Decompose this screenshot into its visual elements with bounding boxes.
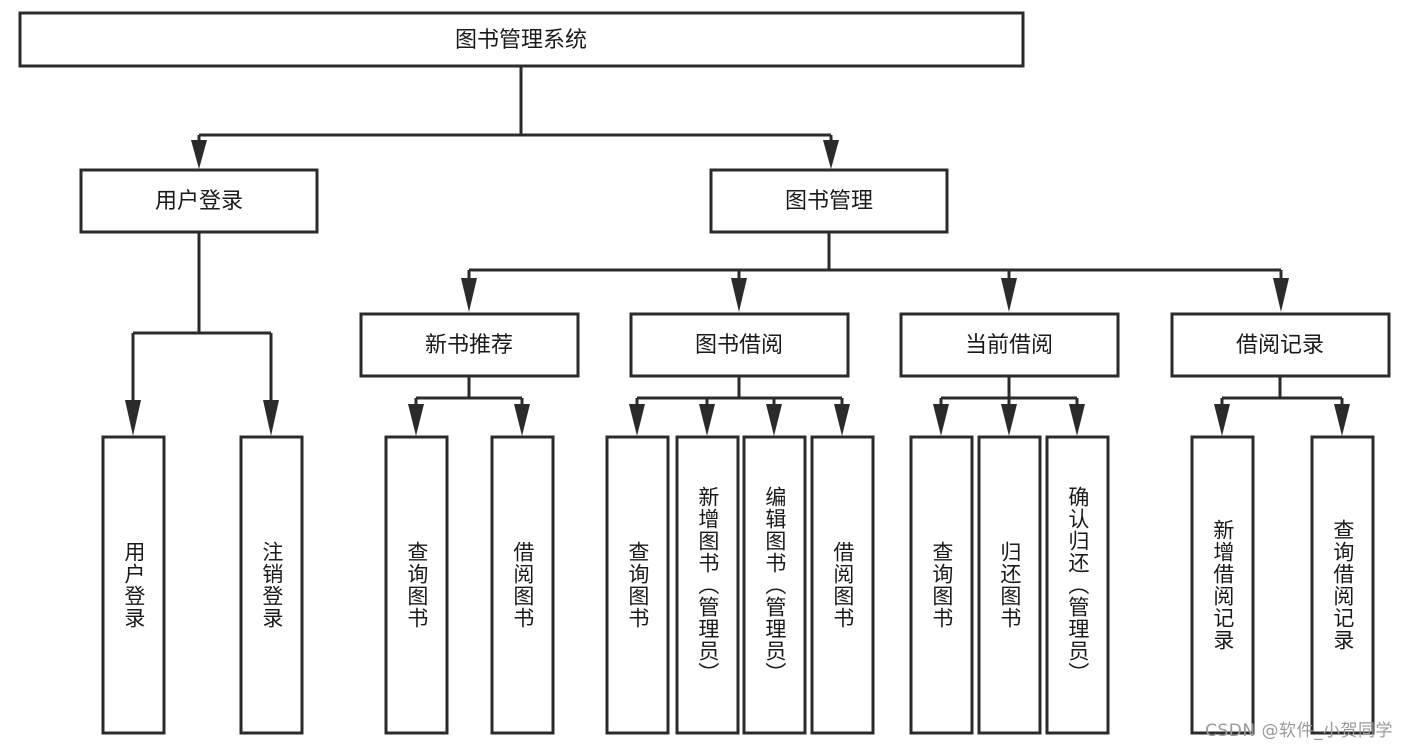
edges-user-login-to-leaves <box>125 232 279 436</box>
arrow-new-book-to-leaf-2 <box>514 404 530 436</box>
arrow-book-manage-to-current-borrow <box>1001 278 1017 312</box>
node-borrow-record-box[interactable] <box>1170 312 1391 378</box>
arrow-book-manage-to-borrow-record <box>1273 278 1289 312</box>
leaf-box-borrow-record-1[interactable] <box>1190 435 1255 735</box>
node-book-borrow[interactable]: 图书借阅 <box>629 312 850 378</box>
leaf-box-book-borrow-3[interactable] <box>742 435 807 735</box>
node-user-login-label: 用户登录 <box>155 189 243 214</box>
leaf-box-new-book-2[interactable] <box>490 435 555 735</box>
arrow-book-manage-to-new-book <box>461 278 477 312</box>
node-new-book[interactable]: 新书推荐 <box>359 312 580 378</box>
arrow-book-borrow-to-leaf-1 <box>629 404 645 436</box>
node-root-label: 图书管理系统 <box>455 28 587 53</box>
node-root[interactable]: 图书管理系统 <box>18 11 1025 68</box>
arrow-current-borrow-to-leaf-3 <box>1069 404 1085 436</box>
node-new-book-box[interactable] <box>359 312 580 378</box>
node-book-manage-label: 图书管理 <box>785 189 873 214</box>
node-book-borrow-box[interactable] <box>629 312 850 378</box>
arrow-new-book-to-leaf-1 <box>408 404 424 436</box>
node-current-borrow[interactable]: 当前借阅 <box>899 312 1120 378</box>
leaf-box-book-borrow-1[interactable] <box>605 435 670 735</box>
arrow-root-to-book-manage <box>823 140 839 169</box>
arrow-current-borrow-to-leaf-2 <box>1001 404 1017 436</box>
arrow-borrow-record-to-leaf-2 <box>1334 404 1350 436</box>
leaf-box-book-borrow-4[interactable] <box>810 435 875 735</box>
node-book-manage-box[interactable] <box>709 168 949 234</box>
edges-root-to-level2 <box>191 66 839 169</box>
node-borrow-record[interactable]: 借阅记录 <box>1170 312 1391 378</box>
leaf-box-new-book-1[interactable] <box>384 435 449 735</box>
node-book-borrow-label: 图书借阅 <box>695 333 783 358</box>
arrow-book-borrow-to-leaf-2 <box>699 404 715 436</box>
leaf-box-current-borrow-2[interactable] <box>977 435 1042 735</box>
edges-borrow-record-to-leaves <box>1214 376 1350 436</box>
node-new-book-label: 新书推荐 <box>425 333 513 358</box>
leaf-box-user-login-1[interactable] <box>101 435 166 735</box>
leaf-box-user-login-2[interactable] <box>239 435 304 735</box>
arrow-book-borrow-to-leaf-3 <box>766 404 782 436</box>
arrow-borrow-record-to-leaf-1 <box>1214 404 1230 436</box>
node-root-box[interactable] <box>18 11 1025 68</box>
edges-book-borrow-to-leaves <box>629 376 850 436</box>
leaf-box-book-borrow-2[interactable] <box>675 435 740 735</box>
node-book-manage[interactable]: 图书管理 <box>709 168 949 234</box>
node-current-borrow-box[interactable] <box>899 312 1120 378</box>
edges-new-book-to-leaves <box>408 376 530 436</box>
edges-book-manage-to-level3 <box>461 232 1289 312</box>
arrow-user-login-to-leaf-2 <box>263 400 279 436</box>
leaf-box-current-borrow-1[interactable] <box>909 435 974 735</box>
node-user-login[interactable]: 用户登录 <box>79 168 319 234</box>
edges-current-borrow-to-leaves <box>933 376 1085 436</box>
arrow-user-login-to-leaf-1 <box>125 400 141 436</box>
arrow-current-borrow-to-leaf-1 <box>933 404 949 436</box>
arrow-root-to-user-login <box>191 140 207 169</box>
arrow-book-borrow-to-leaf-4 <box>834 404 850 436</box>
leaf-box-borrow-record-2[interactable] <box>1310 435 1375 735</box>
node-current-borrow-label: 当前借阅 <box>965 333 1053 358</box>
node-borrow-record-label: 借阅记录 <box>1236 333 1324 358</box>
arrow-book-manage-to-book-borrow <box>731 278 747 312</box>
leaf-box-current-borrow-3[interactable] <box>1045 435 1110 735</box>
